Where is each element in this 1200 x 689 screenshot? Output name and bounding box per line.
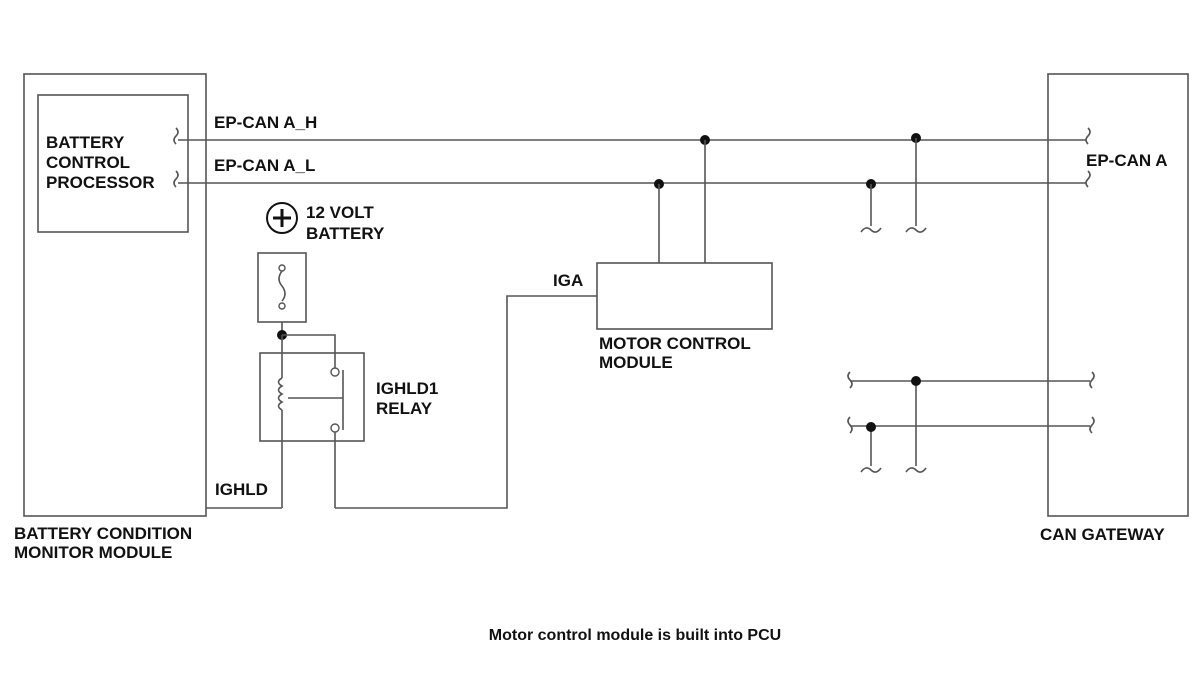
upper-stub-drops — [860, 138, 927, 233]
ep-can-low-label: EP-CAN A_L — [214, 156, 315, 175]
battery-control-processor-box — [37, 94, 189, 233]
relay-label-line2: RELAY — [376, 399, 433, 418]
can-gateway-box — [1047, 73, 1189, 517]
footnote: Motor control module is built into PCU — [489, 627, 781, 644]
relay-label-line1: IGHLD1 — [376, 379, 438, 398]
bcp-label-line3: PROCESSOR — [46, 173, 155, 192]
bcm-label-line1: BATTERY CONDITION — [14, 524, 192, 543]
motor-control-module-box — [596, 262, 773, 330]
battery-label-line1: 12 VOLT — [306, 203, 374, 222]
battery-plus-icon — [266, 202, 298, 234]
bcm-label-line2: MONITOR MODULE — [14, 543, 172, 562]
relay-coil-icon — [277, 335, 284, 508]
mcm-label-line2: MODULE — [599, 353, 673, 372]
lower-bus-lines — [847, 371, 1095, 473]
ighld1-relay-box — [259, 352, 365, 442]
can-gateway-port-label: EP-CAN A — [1086, 151, 1168, 170]
relay-switch-icon — [282, 334, 344, 508]
iga-wire — [335, 295, 597, 509]
can-gateway-label: CAN GATEWAY — [1040, 525, 1165, 544]
fuse-icon — [257, 252, 307, 323]
ep-can-low-line — [173, 170, 1091, 188]
ep-can-high-line — [173, 127, 1091, 145]
ighld-label: IGHLD — [215, 480, 268, 499]
junction-dot — [866, 422, 876, 432]
battery-label-line2: BATTERY — [306, 224, 385, 243]
battery-condition-monitor-box — [23, 73, 207, 517]
ep-can-high-label: EP-CAN A_H — [214, 113, 317, 132]
bcp-label-line2: CONTROL — [46, 153, 130, 172]
junction-dot — [911, 376, 921, 386]
mcm-label-line1: MOTOR CONTROL — [599, 334, 751, 353]
iga-label: IGA — [553, 271, 583, 290]
bcp-label-line1: BATTERY — [46, 133, 125, 152]
